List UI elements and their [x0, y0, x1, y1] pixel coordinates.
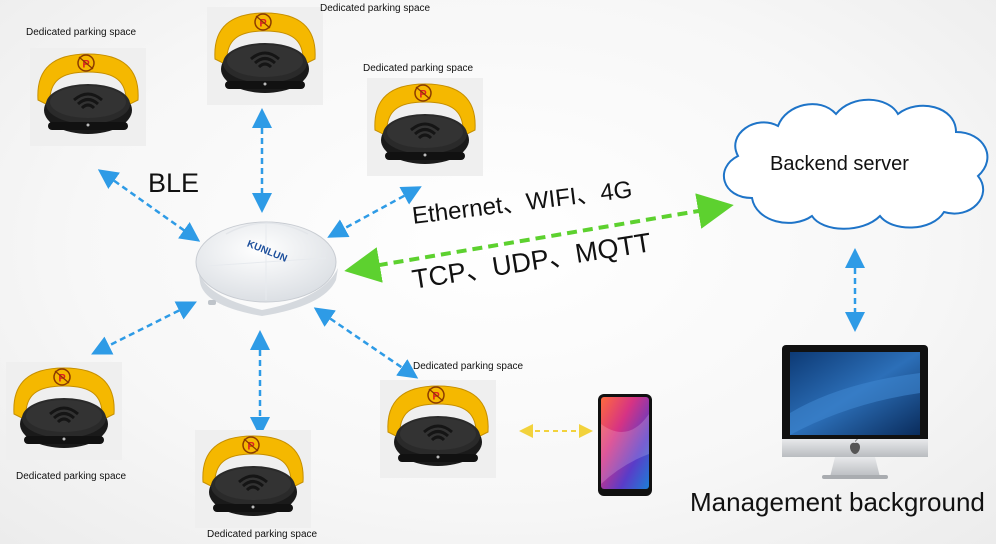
smartphone-icon — [598, 394, 652, 496]
parking-lock-top — [207, 7, 323, 105]
parking-lock-top-right — [367, 78, 483, 176]
parking-lock-icon — [367, 78, 483, 176]
parking-lock-bottom-right — [380, 380, 496, 478]
ble-label: BLE — [148, 168, 200, 198]
parking-lock-icon — [195, 430, 311, 528]
parking-lock-bottom — [195, 430, 311, 528]
lock-label-bottom-left: Dedicated parking space — [16, 471, 127, 482]
lock-label-top-right: Dedicated parking space — [363, 63, 474, 74]
ble-arrow-bottom-right — [313, 307, 419, 379]
imac-icon — [782, 345, 928, 479]
lock-label-top-left: Dedicated parking space — [26, 27, 137, 38]
parking-lock-bottom-left — [6, 362, 122, 460]
lock-label-top: Dedicated parking space — [320, 3, 431, 14]
ble-arrow-top-right — [327, 186, 422, 238]
parking-lock-icon — [380, 380, 496, 478]
computer-label: Management background — [690, 487, 985, 517]
network-arrow — [344, 193, 734, 283]
ble-arrow-bottom-left — [91, 301, 197, 355]
lock-label-bottom: Dedicated parking space — [207, 529, 318, 540]
gateway-icon: KUNLUN — [195, 221, 338, 316]
apple-logo-icon — [850, 439, 860, 454]
ble-arrow-top-left — [97, 169, 201, 242]
cloud-icon — [722, 98, 989, 230]
parking-lock-icon — [6, 362, 122, 460]
lock-label-bottom-right: Dedicated parking space — [413, 361, 524, 372]
cloud-label: Backend server — [770, 153, 909, 175]
parking-lock-icon — [207, 7, 323, 105]
parking-lock-top-left — [30, 48, 146, 146]
parking-lock-icon — [30, 48, 146, 146]
